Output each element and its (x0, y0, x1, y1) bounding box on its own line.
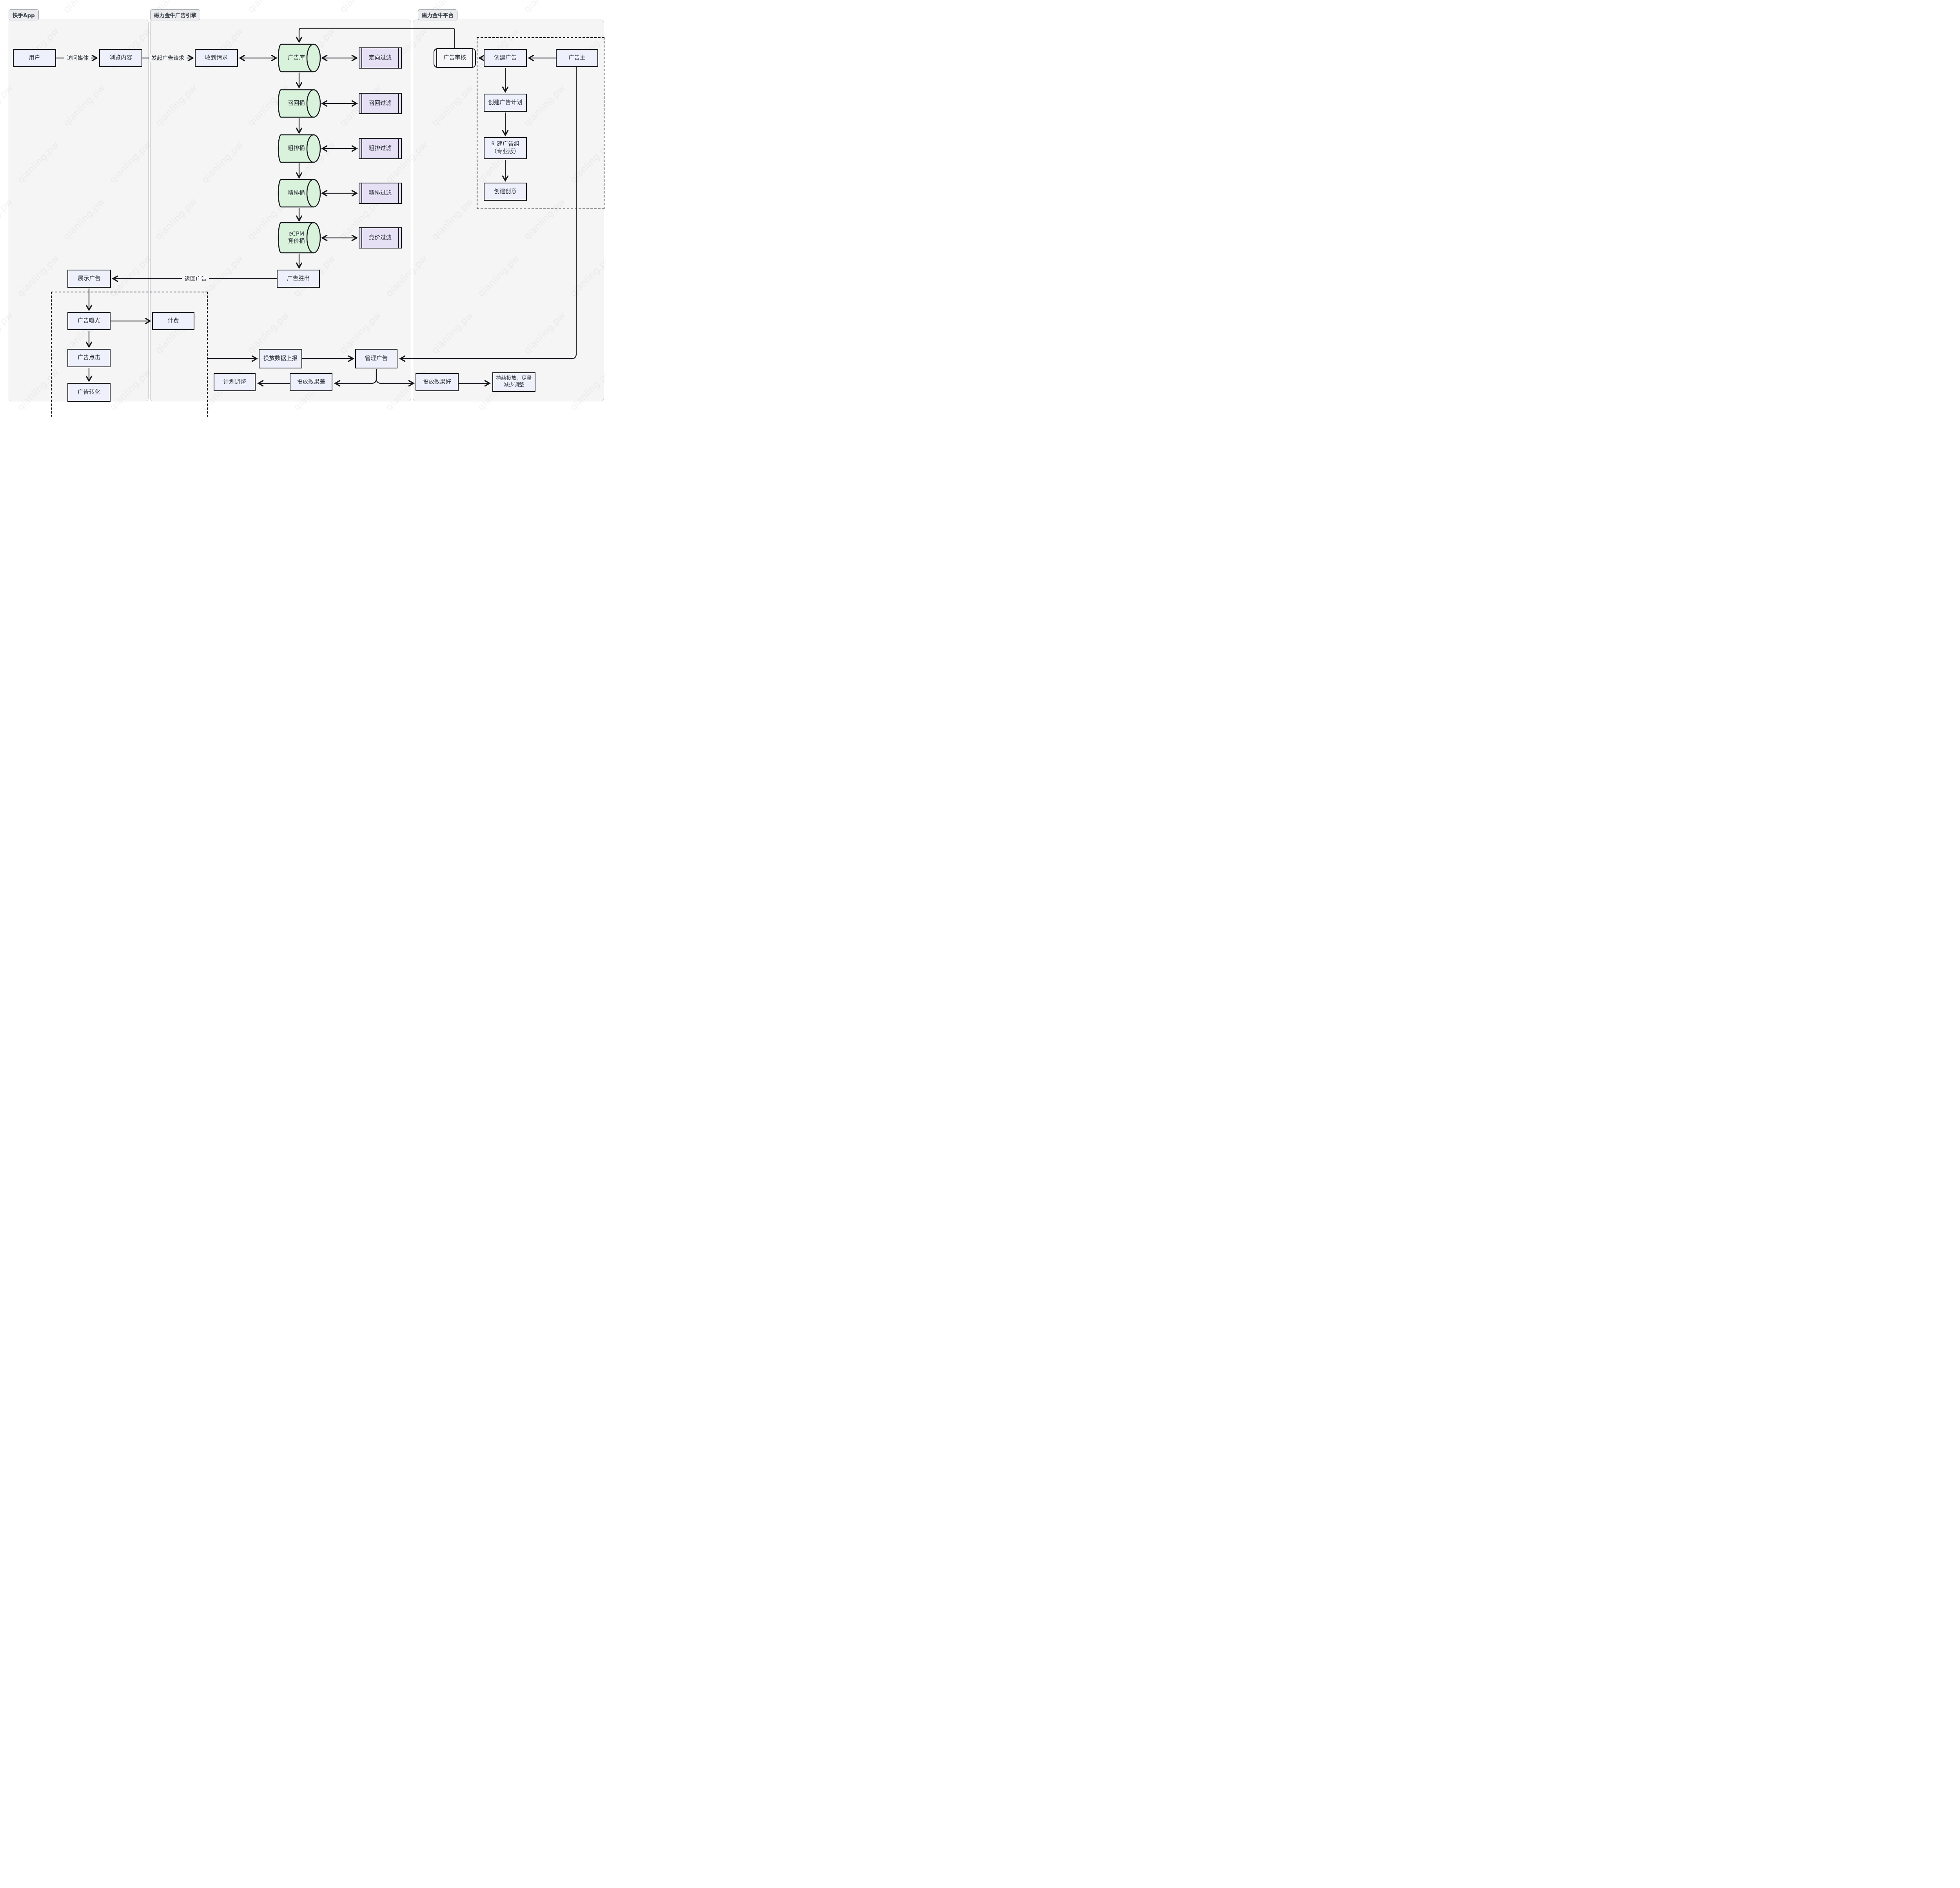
lane-label-kuaishou-app: 快手App (9, 9, 39, 20)
node-create-ad-plan: 创建广告计划 (484, 94, 527, 112)
dashed-box-ad-events (51, 292, 208, 417)
node-show-ad: 展示广告 (67, 270, 111, 288)
node-ad-review: 广告审核 (434, 48, 476, 68)
lane-kuaishou-app (9, 20, 149, 401)
node-recall-filter: 召回过滤 (359, 93, 402, 114)
ad-library-cylinder-face (306, 44, 314, 73)
node-fine-rank-bucket: 精排桶 (288, 190, 305, 196)
diagram-edges (55, 27, 577, 387)
node-coarse-rank-bucket: 粗排桶 (288, 145, 305, 152)
lane-ad-engine (150, 20, 411, 401)
node-bid-filter: 竞价过滤 (359, 227, 402, 248)
edge-label-return-ad: 返回广告 (182, 274, 209, 283)
coarse-rank-bucket-cylinder-face (306, 134, 314, 163)
edge-review-adlibrary (296, 27, 456, 48)
ecpm-bid-bucket-cylinder-face (306, 222, 314, 254)
lane-platform (413, 20, 604, 401)
edge-manage-goodeffect (376, 369, 415, 387)
edge-advertiser-manage (399, 66, 577, 362)
node-report-delivery-data: 投放数据上报 (259, 349, 302, 368)
node-create-creative: 创建创意 (484, 183, 527, 201)
node-ad-library: 广告库 (288, 54, 305, 61)
node-browse-content: 浏览内容 (99, 49, 142, 67)
node-poor-delivery-effect: 投放效果差 (290, 373, 332, 391)
node-recall-bucket: 召回桶 (288, 100, 305, 107)
dashed-box-ad-creation (477, 37, 604, 209)
edge-label-launch-ad-request: 发起广告请求 (149, 54, 187, 62)
node-coarse-rank-filter: 粗排过滤 (359, 138, 402, 159)
node-user: 用户 (13, 49, 56, 67)
node-plan-adjust: 计划调整 (214, 373, 256, 391)
node-billing: 计费 (152, 312, 194, 330)
flowchart-canvas: qianling.pwqianling.pwqianling.pwqianlin… (0, 0, 606, 417)
node-targeting-filter: 定向过滤 (359, 47, 402, 69)
node-ecpm-bid-bucket: eCPM 竞价桶 (288, 230, 305, 245)
edge-manage-pooreffect (334, 369, 377, 387)
edge-label-visit-media: 访问媒体 (64, 54, 91, 62)
node-manage-ad: 管理广告 (355, 349, 397, 368)
node-keep-delivering: 持续投放，尽量 减少调整 (492, 372, 535, 392)
lane-label-ad-engine: 磁力金牛广告引擎 (150, 9, 200, 20)
node-ad-win: 广告胜出 (277, 270, 320, 288)
node-ad-exposure: 广告曝光 (67, 312, 111, 330)
node-create-ad: 创建广告 (484, 49, 527, 67)
node-receive-request: 收到请求 (195, 49, 238, 67)
recall-bucket-cylinder-face (306, 89, 314, 118)
node-good-delivery-effect: 投放效果好 (416, 373, 459, 391)
fine-rank-bucket-cylinder-face (306, 179, 314, 208)
node-ad-click: 广告点击 (67, 349, 111, 367)
node-advertiser: 广告主 (556, 49, 598, 67)
lane-label-platform: 磁力金牛平台 (418, 9, 457, 20)
node-fine-rank-filter: 精排过滤 (359, 183, 402, 204)
node-create-ad-group: 创建广告组 （专业版） (484, 137, 527, 159)
node-ad-conversion: 广告转化 (67, 383, 111, 402)
